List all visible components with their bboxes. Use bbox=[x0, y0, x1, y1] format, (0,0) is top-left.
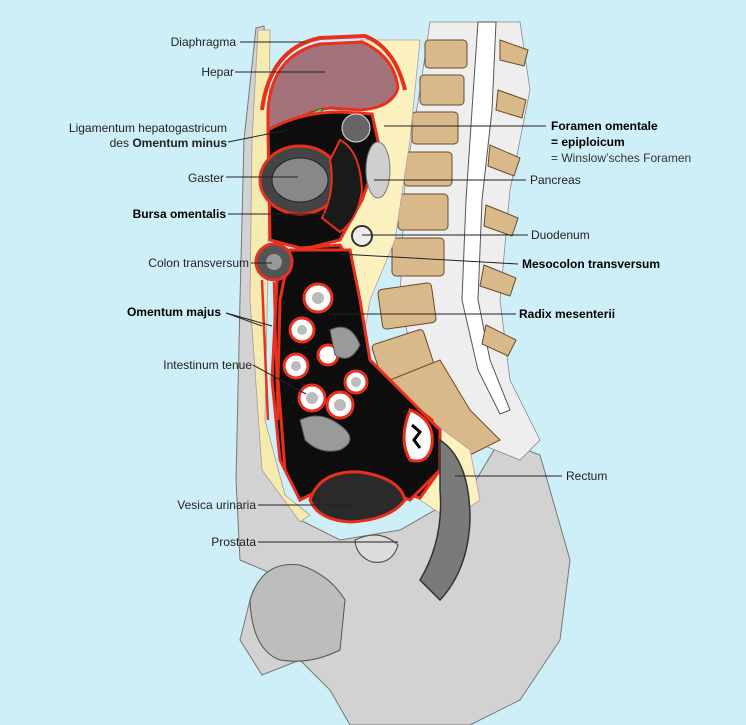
rectum-shape bbox=[419, 438, 471, 602]
label-foramen-omentale: Foramen omentale bbox=[551, 119, 658, 133]
label-omentum-minus: des Omentum minus bbox=[110, 136, 227, 150]
label-bursa-omentalis: Bursa omentalis bbox=[132, 207, 226, 221]
label-rectum: Rectum bbox=[566, 469, 608, 483]
label-duodenum: Duodenum bbox=[531, 228, 590, 242]
leader-lines bbox=[225, 41, 562, 543]
vertebra bbox=[411, 111, 459, 145]
label-ligamentum-hepatogastricum: Ligamentum hepatogastricum bbox=[68, 121, 227, 135]
omentum-majus-fold bbox=[260, 279, 280, 421]
label-pancreas: Pancreas bbox=[530, 173, 581, 187]
intestine-grey-masses bbox=[299, 326, 361, 452]
label-hepar: Hepar bbox=[201, 65, 234, 79]
label-colon-transversum: Colon transversum bbox=[148, 256, 249, 270]
label-omentum-majus: Omentum majus bbox=[126, 305, 221, 319]
stomach-lumen bbox=[271, 157, 329, 203]
label-foramen-epiploicum: = epiploicum bbox=[551, 135, 625, 149]
label-vesica-urinaria: Vesica urinaria bbox=[177, 498, 256, 512]
vertebra bbox=[424, 39, 468, 69]
colon-lumen bbox=[266, 254, 282, 270]
foramen-omentale-opening bbox=[341, 113, 371, 143]
bursa-omentalis-space bbox=[320, 138, 364, 234]
vertebra bbox=[377, 282, 437, 330]
diaphragm-line bbox=[260, 33, 407, 111]
label-gaster: Gaster bbox=[187, 171, 224, 185]
sigmoid-lumen bbox=[411, 423, 423, 449]
label-mesocolon-transversum: Mesocolon transversum bbox=[522, 257, 661, 271]
spinous-processes bbox=[479, 39, 529, 357]
spinal-canal bbox=[461, 21, 511, 415]
label-winslow-foramen: = Winslow’sches Foramen bbox=[551, 151, 692, 165]
intestine-lumens bbox=[291, 292, 361, 411]
vertebra bbox=[397, 193, 449, 231]
pancreas-shape bbox=[365, 141, 391, 199]
genital-region bbox=[249, 563, 346, 662]
label-diaphragma: Diaphragma bbox=[170, 35, 236, 49]
label-intestinum-tenue: Intestinum tenue bbox=[163, 358, 252, 372]
duodenum-shape bbox=[351, 225, 373, 247]
label-omentum-minus-prefix: des bbox=[109, 136, 133, 150]
bladder-shape bbox=[308, 470, 407, 524]
vertebra bbox=[403, 151, 453, 187]
label-radix-mesenterii: Radix mesenterii bbox=[519, 307, 616, 321]
label-prostata: Prostata bbox=[211, 535, 256, 549]
label-omentum-minus-bold: Omentum minus bbox=[132, 136, 227, 150]
vertebra bbox=[419, 74, 465, 106]
